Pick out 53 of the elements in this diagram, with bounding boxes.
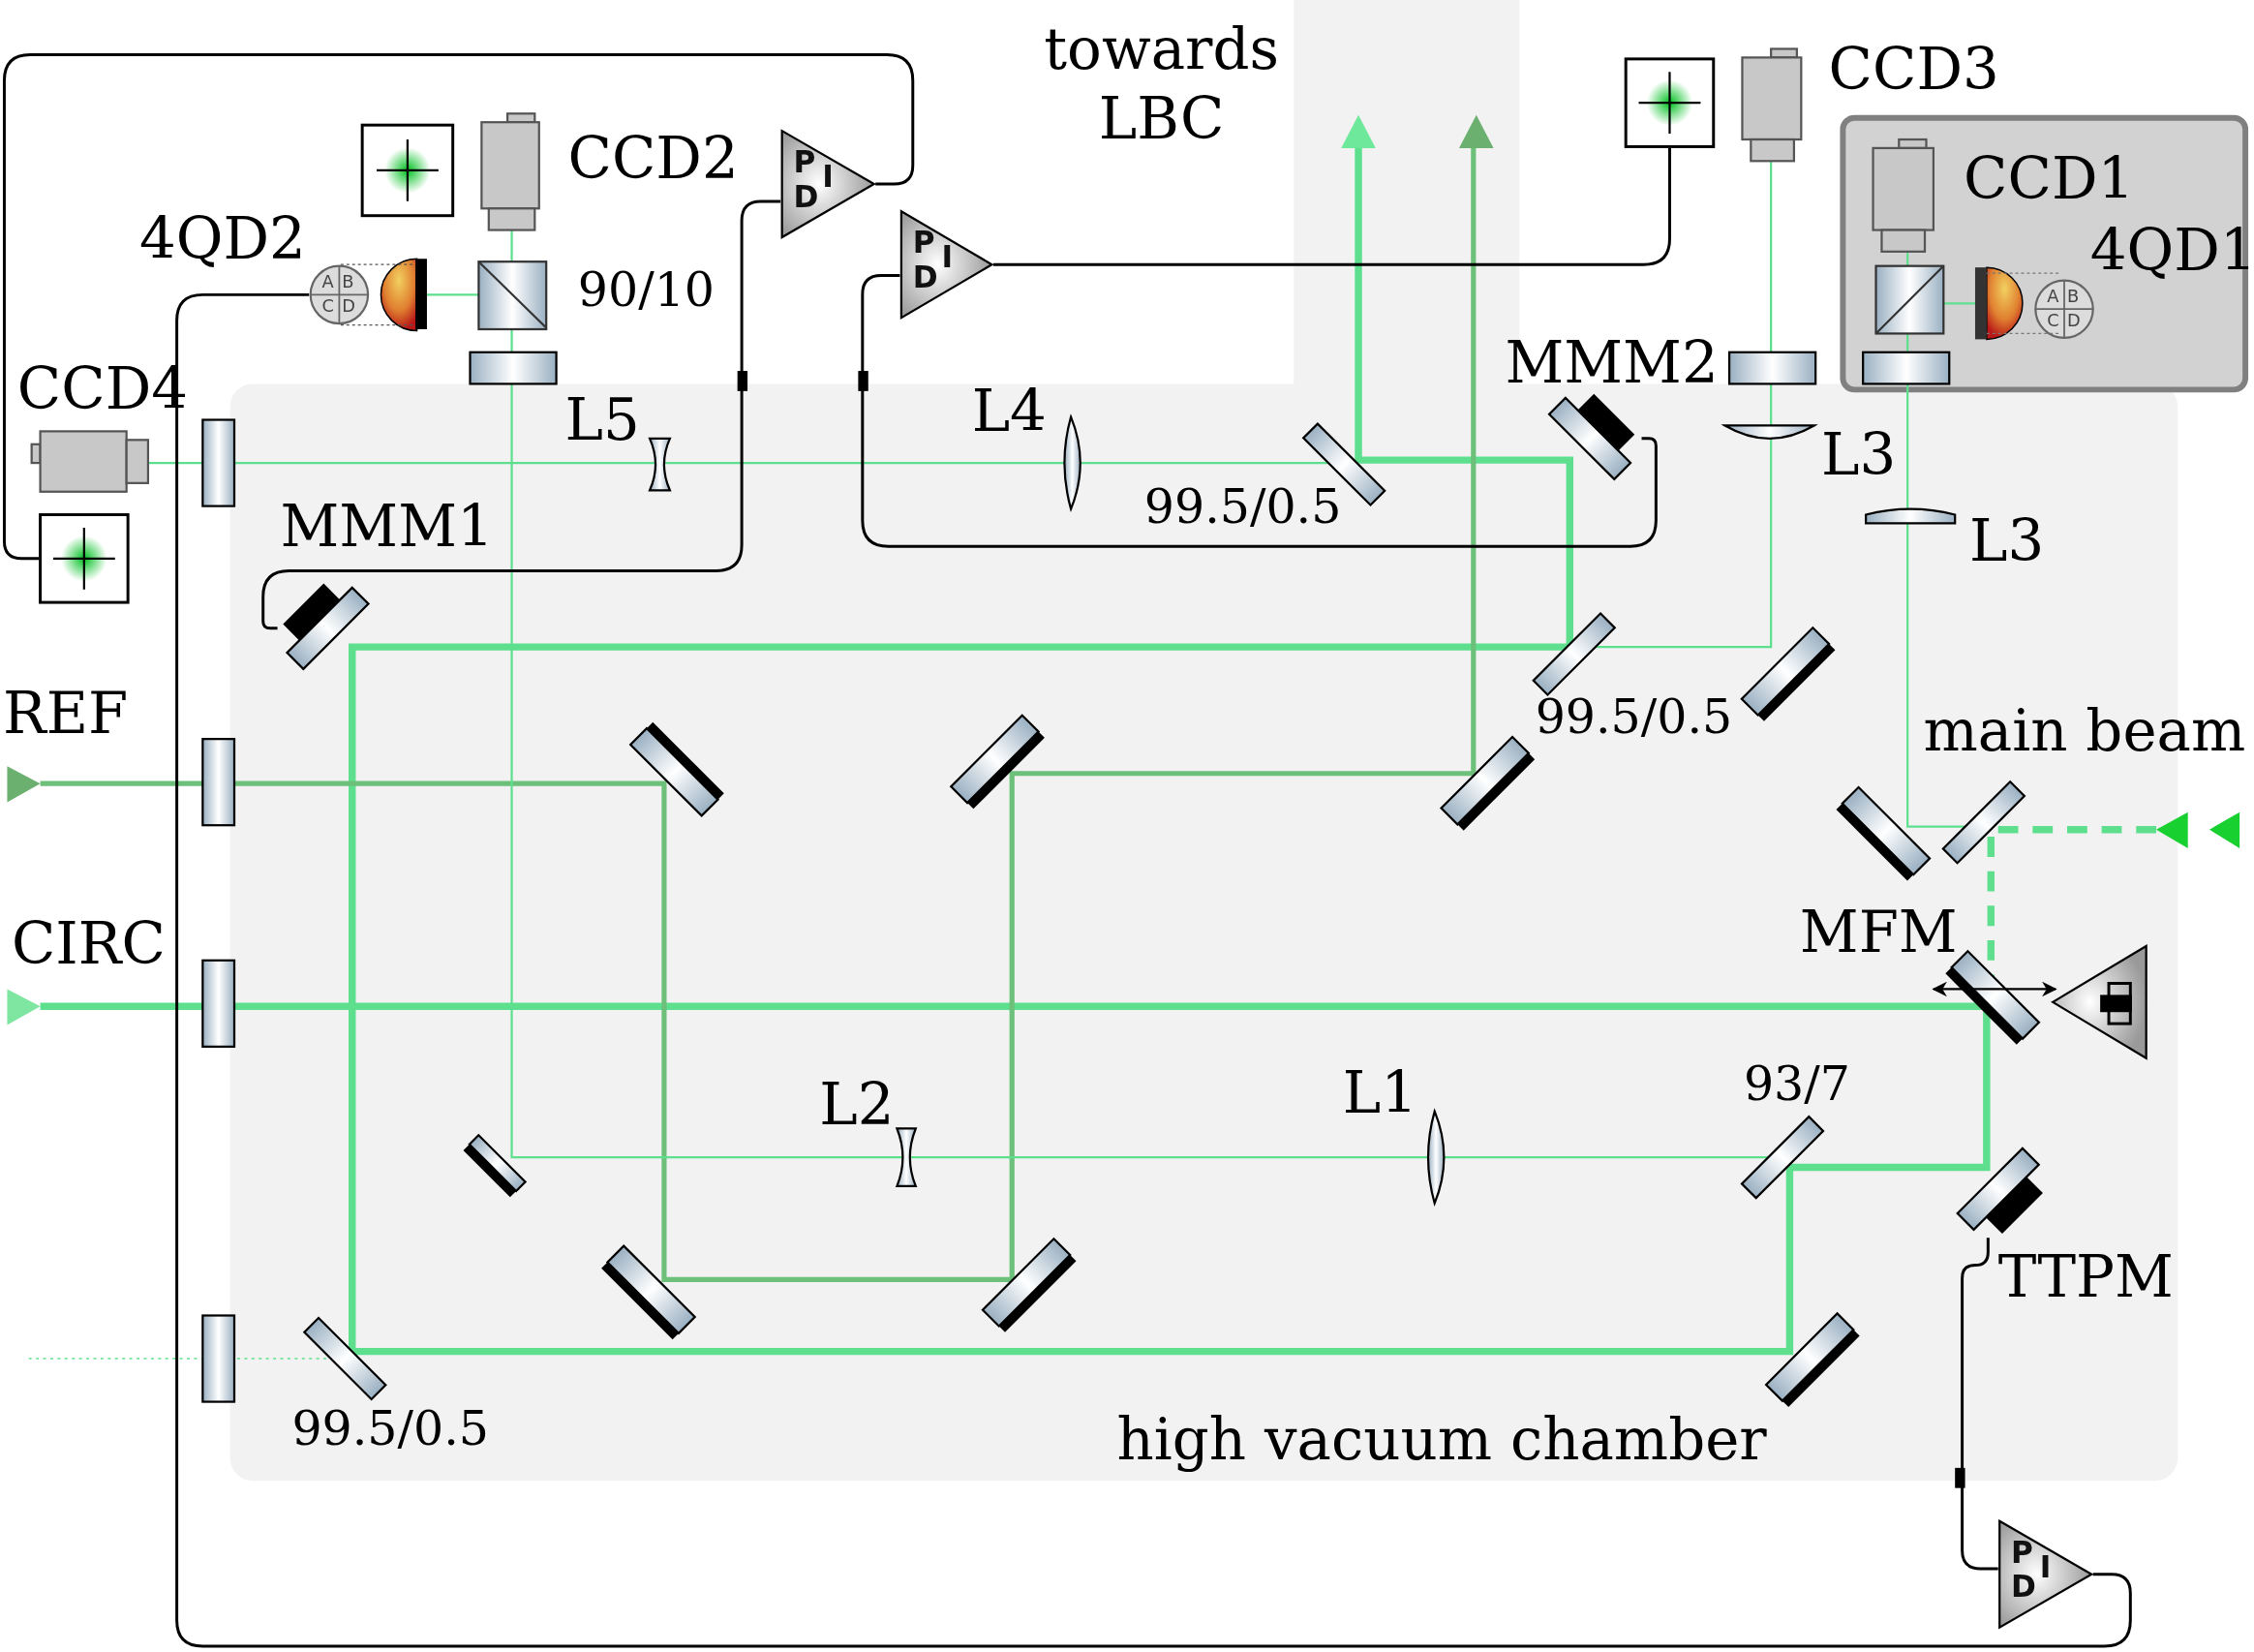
camera-label: CCD3 bbox=[1828, 40, 1999, 98]
controller-letter: I bbox=[822, 162, 834, 193]
quadrant-detector-icon bbox=[309, 264, 370, 325]
cable bbox=[992, 147, 1671, 266]
ratio-label: 93/7 bbox=[1743, 1059, 1850, 1108]
controller-letter: P bbox=[912, 229, 935, 260]
cable bbox=[2, 52, 915, 561]
controller-letter: D bbox=[2011, 1573, 2036, 1604]
controller-letter: P bbox=[793, 147, 816, 179]
cable bbox=[261, 199, 781, 630]
direction-label: towards LBC bbox=[1043, 15, 1280, 153]
quadrant-detector-icon bbox=[2033, 279, 2095, 340]
ratio-label: 99.5/0.5 bbox=[291, 1404, 489, 1453]
controller-letter: I bbox=[2039, 1552, 2052, 1583]
lens-label: L4 bbox=[971, 382, 1047, 441]
controller-letter: D bbox=[912, 262, 938, 293]
component-label: MMM1 bbox=[280, 497, 494, 556]
quadrant-label: B bbox=[342, 273, 354, 291]
ratio-label: 99.5/0.5 bbox=[1143, 482, 1342, 531]
quadrant-label: C bbox=[321, 297, 335, 316]
cable bbox=[1961, 1238, 1998, 1571]
mirror-label: MFM bbox=[1799, 902, 1958, 961]
lens-label: L1 bbox=[1342, 1063, 1417, 1122]
component-label: MMM2 bbox=[1505, 333, 1719, 391]
detector-label: 4QD1 bbox=[2089, 221, 2254, 280]
beam-label: REF bbox=[2, 684, 129, 743]
lens-label: L3 bbox=[1969, 511, 2045, 569]
camera-label: CCD2 bbox=[567, 129, 739, 187]
pid-controller bbox=[1997, 1519, 2093, 1630]
controller-letter: P bbox=[2011, 1538, 2033, 1569]
controller-letter: I bbox=[941, 242, 954, 274]
beam-label: main beam bbox=[1923, 701, 2246, 759]
component-label: 4QD2 bbox=[139, 209, 306, 268]
lens-label: L5 bbox=[564, 390, 640, 449]
pid-controller bbox=[780, 129, 876, 239]
quadrant-label: A bbox=[2047, 287, 2059, 305]
cable bbox=[175, 292, 2132, 1648]
pid-controller bbox=[899, 209, 993, 320]
lens-label: L2 bbox=[819, 1075, 895, 1133]
quadrant-label: B bbox=[2067, 287, 2080, 305]
ratio-label: 99.5/0.5 bbox=[1535, 692, 1733, 741]
quadrant-label: A bbox=[321, 273, 334, 291]
component-label: TTPM bbox=[1997, 1247, 2174, 1306]
lens-label: L3 bbox=[1821, 425, 1897, 483]
beam-label: CIRC bbox=[11, 914, 166, 972]
ratio-label: 90/10 bbox=[577, 265, 716, 314]
quadrant-label: C bbox=[2047, 312, 2059, 329]
camera-label: CCD1 bbox=[1964, 149, 2135, 207]
camera-display bbox=[1624, 57, 1716, 148]
quadrant-label: D bbox=[2067, 312, 2081, 329]
camera-display bbox=[39, 513, 130, 604]
quadrant-label: D bbox=[342, 297, 356, 316]
controller-letter: D bbox=[793, 182, 819, 213]
